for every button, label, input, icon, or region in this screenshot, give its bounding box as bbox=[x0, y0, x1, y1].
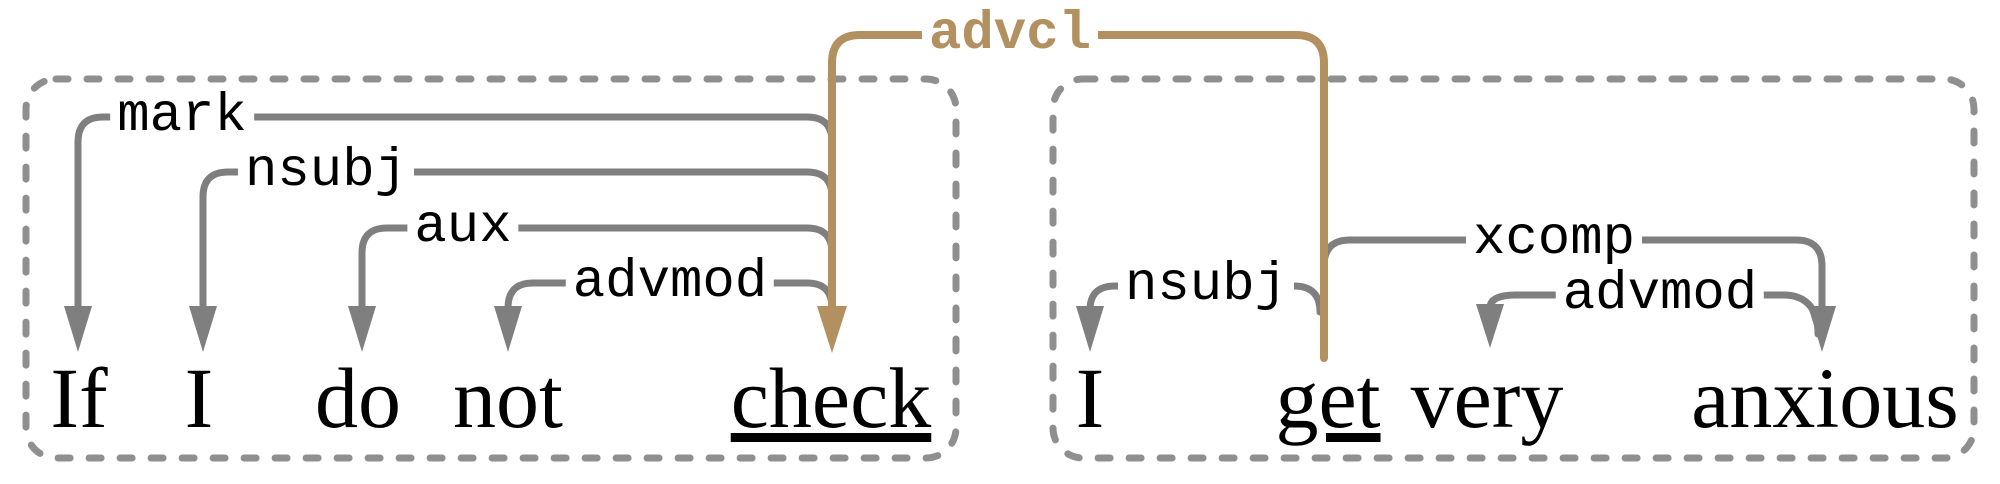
word-do: do bbox=[315, 350, 401, 446]
arrowhead-xcomp-anxious bbox=[1808, 306, 1836, 352]
dep-label-nsubj-left: nsubj bbox=[237, 142, 415, 202]
dep-label-aux: aux bbox=[407, 198, 519, 258]
arrowhead-mark-if bbox=[64, 306, 92, 352]
arrowhead-advmod-not bbox=[494, 306, 522, 352]
dep-label-advmod-left: advmod bbox=[565, 253, 775, 313]
root-underline-check: check bbox=[730, 350, 932, 446]
word-i-right: I bbox=[1075, 350, 1105, 446]
word-check-root: check bbox=[731, 353, 932, 443]
word-if: If bbox=[50, 350, 108, 446]
right-clause-box bbox=[1049, 75, 1978, 462]
word-very: very bbox=[1410, 350, 1564, 446]
word-anxious: anxious bbox=[1691, 350, 1959, 446]
arrowhead-nsubj-i-left bbox=[189, 306, 217, 352]
left-clause-box bbox=[22, 75, 960, 462]
root-underline-get: get bbox=[1275, 350, 1381, 446]
dep-label-advmod-right: advmod bbox=[1555, 265, 1765, 325]
arrowhead-aux-do bbox=[348, 306, 376, 352]
dep-label-nsubj-right: nsubj bbox=[1117, 256, 1295, 316]
word-get-root: get bbox=[1275, 353, 1380, 443]
dep-label-xcomp: xcomp bbox=[1465, 210, 1643, 270]
arrowhead-advcl-check bbox=[817, 306, 847, 353]
word-not: not bbox=[453, 350, 563, 446]
word-i-left: I bbox=[184, 350, 214, 446]
dep-label-mark: mark bbox=[110, 87, 254, 147]
arrowhead-nsubj-i-right bbox=[1076, 306, 1104, 352]
arrowhead-advmod-very bbox=[1476, 304, 1504, 348]
dep-label-advcl: advcl bbox=[921, 5, 1099, 65]
